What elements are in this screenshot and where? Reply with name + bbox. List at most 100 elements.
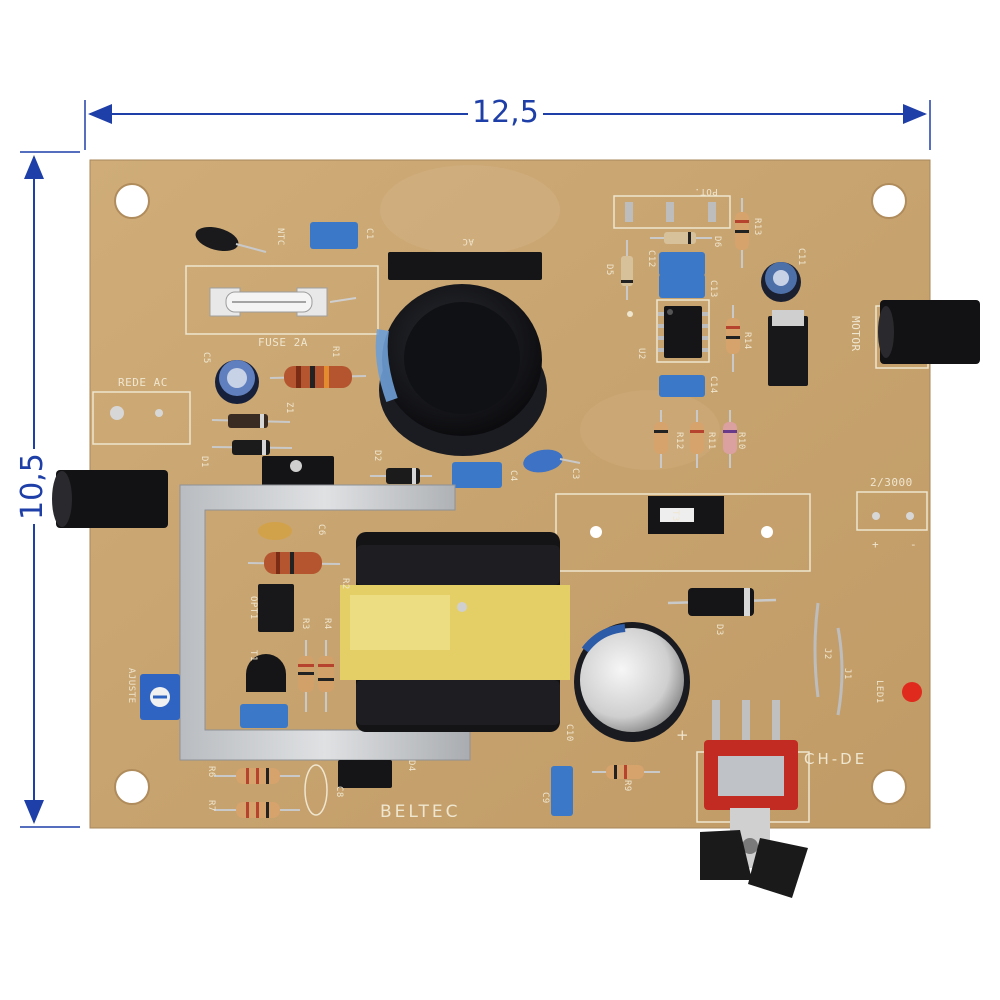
regulator-t3 <box>648 496 724 534</box>
adjust-trimmer <box>140 674 180 720</box>
label-j2: J2 <box>822 648 832 660</box>
label-u2: U2 <box>636 348 646 360</box>
jumper-j1 <box>836 627 844 716</box>
resistor-r11 <box>690 410 704 468</box>
led1 <box>902 682 922 702</box>
main-electrolytic-capacitor <box>375 284 547 456</box>
label-c9: C9 <box>540 792 550 804</box>
resistor-r12 <box>654 410 668 468</box>
jumper-j2 <box>813 602 820 698</box>
label-c11: C11 <box>796 248 806 266</box>
label-opt1: OPT1 <box>248 596 258 620</box>
label-c4: C4 <box>508 470 518 482</box>
optocoupler-opt1 <box>258 584 294 632</box>
regulator-q2 <box>768 310 808 386</box>
brand-label: BELTEC <box>380 802 461 822</box>
height-dimension-label: 10,5 <box>15 449 50 524</box>
resistor-r9 <box>592 765 660 779</box>
capacitor-c1 <box>310 222 358 249</box>
label-c3: C3 <box>570 468 580 480</box>
capacitor-c11 <box>761 262 801 302</box>
label-r4: R4 <box>322 618 332 630</box>
label-r9: R9 <box>622 780 632 792</box>
label-t3: T3 <box>670 510 680 522</box>
capacitor-c5 <box>215 360 259 404</box>
pot-header <box>625 202 716 222</box>
ic-u2 <box>658 306 708 358</box>
label-motor: MOTOR <box>849 316 862 352</box>
motor-jack <box>878 300 980 364</box>
power-input-jack <box>52 470 168 528</box>
capacitor-c6 <box>258 522 292 540</box>
label-r13: R13 <box>752 218 762 236</box>
resistor-r4 <box>318 640 334 712</box>
label-rede-ac: REDE AC <box>118 376 168 389</box>
label-r12: R12 <box>674 432 684 450</box>
label-led1: LED1 <box>874 680 884 704</box>
capacitor-c4 <box>452 462 502 488</box>
diode-d6 <box>650 232 712 244</box>
capacitor-c12 <box>659 252 705 276</box>
label-r7: R7 <box>206 800 216 812</box>
resistor-r3 <box>298 640 314 712</box>
capacitor-c9 <box>551 766 573 816</box>
width-dimension-label: 12,5 <box>468 96 543 130</box>
transistor-t1 <box>246 654 286 692</box>
label-minus: - <box>910 538 918 551</box>
label-r14: R14 <box>742 332 752 350</box>
transformer <box>340 532 570 732</box>
ntc-thermistor <box>195 226 267 253</box>
label-cap-plus: + <box>676 726 689 744</box>
label-c8: C8 <box>334 786 344 798</box>
bridge-rectifier <box>388 252 542 280</box>
resistor-r7 <box>214 802 300 818</box>
label-r6: R6 <box>206 766 216 778</box>
label-c12: C12 <box>646 250 656 268</box>
label-r3: R3 <box>300 618 310 630</box>
label-ac: AC <box>462 236 474 246</box>
label-ajuste: AJUSTE <box>126 668 136 704</box>
toggle-switch <box>700 700 808 898</box>
capacitor-c7 <box>240 704 288 728</box>
label-chde: CH-DE <box>804 750 868 768</box>
label-c6: C6 <box>316 524 326 536</box>
label-c10: C10 <box>564 724 574 742</box>
capacitor-c10 <box>574 622 690 742</box>
zener-z1 <box>211 414 291 428</box>
capacitor-c13 <box>659 274 705 298</box>
label-ntc: NTC <box>275 228 285 246</box>
resistor-r2 <box>247 552 341 574</box>
diode-d1 <box>211 440 293 455</box>
label-d3: D3 <box>714 624 724 636</box>
capacitor-c8-outline <box>304 764 328 816</box>
label-r11: R11 <box>706 432 716 450</box>
label-t1: T1 <box>248 650 258 662</box>
label-c1: C1 <box>364 228 374 240</box>
label-r2: R2 <box>340 578 350 590</box>
label-j1: J1 <box>842 668 852 680</box>
capacitor-c3 <box>523 449 581 473</box>
label-model: 2/3000 <box>870 476 913 489</box>
resistor-r14 <box>726 305 740 372</box>
resistor-r1 <box>269 366 367 388</box>
label-d2: D2 <box>372 450 382 462</box>
label-c14: C14 <box>708 376 718 394</box>
label-r1: R1 <box>330 346 340 358</box>
resistor-r13 <box>735 198 749 268</box>
label-d4: D4 <box>406 760 416 772</box>
transistor-q1 <box>262 456 334 488</box>
aluminum-heatsink <box>179 484 471 761</box>
label-plus: + <box>872 538 880 551</box>
label-d6: D6 <box>712 236 722 248</box>
label-fuse: FUSE 2A <box>258 336 308 349</box>
label-pot: POT. <box>694 186 718 196</box>
resistor-r6 <box>214 768 300 784</box>
diode-d3 <box>667 588 777 616</box>
label-z1: Z1 <box>284 402 294 414</box>
diode-d2 <box>370 468 432 484</box>
label-r10: R10 <box>736 432 746 450</box>
label-d5: D5 <box>604 264 614 276</box>
fuse-2a <box>209 287 357 317</box>
transistor-d4 <box>338 760 392 788</box>
